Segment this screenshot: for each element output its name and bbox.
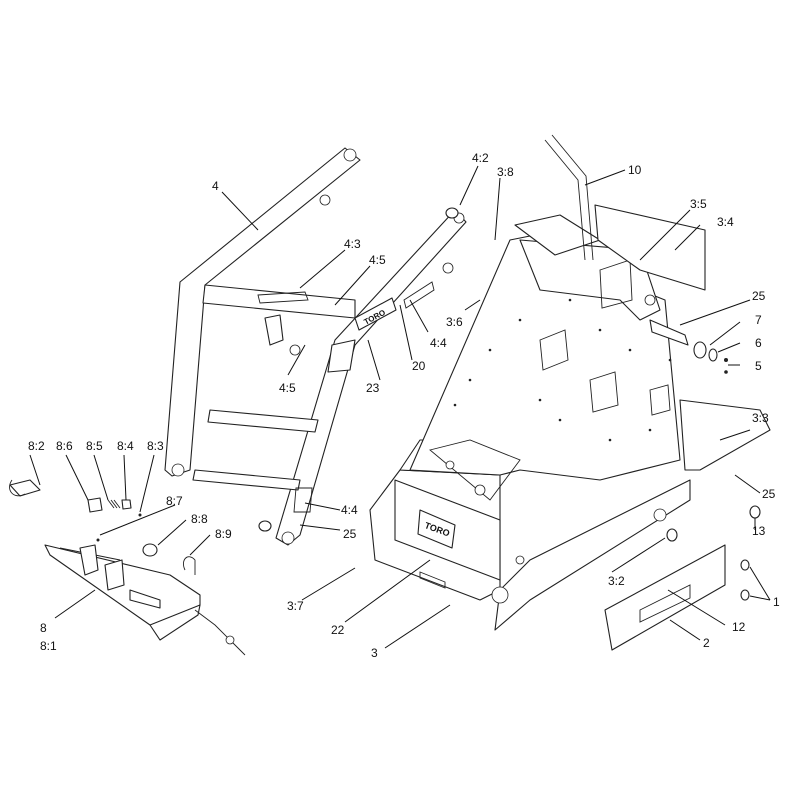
callout-8-1: 8:1: [40, 639, 57, 653]
callout-3-3: 3:3: [752, 411, 769, 425]
callout-20: 20: [412, 359, 426, 373]
tower-frame: TORO: [369, 134, 771, 631]
callout-4-3: 4:3: [344, 237, 361, 251]
callout-6: 6: [755, 336, 762, 350]
callout-3: 3: [371, 646, 378, 660]
callout-10: 10: [628, 163, 642, 177]
callout-23: 23: [366, 381, 380, 395]
callout-3-2: 3:2: [608, 574, 625, 588]
callout-8-9: 8:9: [215, 527, 232, 541]
callout-25b: 25: [762, 487, 776, 501]
quick-attach-latch: [9, 479, 246, 656]
callout-labels: 4 4:2 3:8 10 3:5 3:4 4:3 4:5 4:4 3:6 20 …: [28, 151, 780, 660]
callout-3-4: 3:4: [717, 215, 734, 229]
callout-8-5: 8:5: [86, 439, 103, 453]
callout-13: 13: [752, 524, 766, 538]
callout-4-2: 4:2: [472, 151, 489, 165]
callout-3-6: 3:6: [446, 315, 463, 329]
callout-4-5a: 4:5: [369, 253, 386, 267]
callout-5: 5: [755, 359, 762, 373]
callout-3-7: 3:7: [287, 599, 304, 613]
callout-8-3: 8:3: [147, 439, 164, 453]
callout-25c: 25: [343, 527, 357, 541]
callout-8-8: 8:8: [191, 512, 208, 526]
callout-8-4: 8:4: [117, 439, 134, 453]
callout-25a: 25: [752, 289, 766, 303]
callout-3-5: 3:5: [690, 197, 707, 211]
callout-4: 4: [212, 179, 219, 193]
callout-1: 1: [773, 595, 780, 609]
callout-8-6: 8:6: [56, 439, 73, 453]
callout-8-2: 8:2: [28, 439, 45, 453]
cover-plate: [604, 544, 750, 651]
callout-12: 12: [732, 620, 746, 634]
callout-8-7: 8:7: [166, 494, 183, 508]
callout-22: 22: [331, 623, 345, 637]
callout-4-4a: 4:4: [430, 336, 447, 350]
callout-2: 2: [703, 636, 710, 650]
leader-lines: [29, 165, 771, 649]
callout-3-8: 3:8: [497, 165, 514, 179]
callout-4-4b: 4:4: [341, 503, 358, 517]
callout-4-5b: 4:5: [279, 381, 296, 395]
callout-7: 7: [755, 313, 762, 327]
pivot-hardware: [649, 319, 761, 542]
callout-8: 8: [40, 621, 47, 635]
